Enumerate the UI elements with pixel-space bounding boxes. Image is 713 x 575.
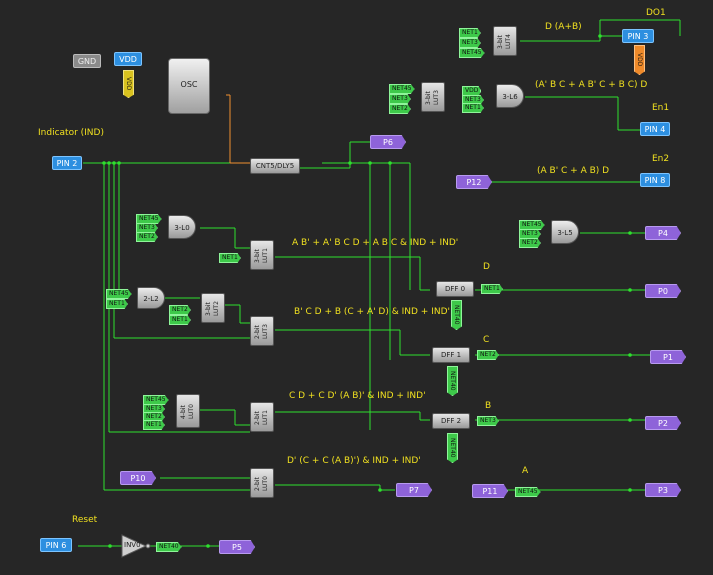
cnt-dly-block[interactable]: CNT5/DLY5 [250, 158, 300, 174]
annotation-reset: Reset [72, 515, 98, 525]
lut4-in-3: NET45 [459, 48, 485, 58]
dff2-block[interactable]: DFF 2 [432, 413, 470, 429]
lut3-in-2: NET3 [389, 94, 411, 104]
lut2-block[interactable]: 3-bit LUT2 [201, 293, 225, 323]
vpin-p7[interactable]: P7 [396, 483, 432, 497]
l2-in-2: NET1 [106, 299, 128, 309]
dff0-out: NET1 [481, 284, 503, 294]
pin-6[interactable]: PIN 6 [40, 538, 72, 552]
l6-in-3: NET1 [462, 103, 484, 113]
l6-in-1: VDD [462, 86, 482, 96]
l0-in-1: NET45 [136, 214, 162, 224]
annotation-p10-expr: D' (C + C (A B)') & IND + IND' [287, 456, 421, 466]
lut3-in-1: NET45 [389, 84, 415, 94]
l5-gate[interactable]: 3-L5 [551, 220, 579, 244]
annotation-c: C [483, 335, 490, 345]
inv0-gate[interactable] [121, 534, 151, 558]
lut3-2bit-block[interactable]: 2-bit LUT3 [250, 316, 274, 346]
lut2-in-1: NET2 [169, 305, 191, 315]
annotation-lut0-expr: C D + C D' (A B)' & IND + IND' [289, 391, 426, 401]
pin-4[interactable]: PIN 4 [640, 122, 670, 136]
pin-2[interactable]: PIN 2 [52, 156, 82, 170]
vpin-p2[interactable]: P2 [645, 416, 681, 430]
dff1-clk-net: NET40 [447, 366, 458, 396]
vpin-p0[interactable]: P0 [645, 284, 681, 298]
lut1-in: NET1 [219, 253, 241, 263]
vdd-pin[interactable]: VDD [114, 52, 142, 66]
l2-in-1: NET45 [106, 289, 132, 299]
gnd-pin[interactable]: GND [73, 54, 101, 68]
vpin-p4[interactable]: P4 [645, 226, 681, 240]
vpin-p6[interactable]: P6 [370, 135, 406, 149]
dff2-out: NET3 [477, 416, 499, 426]
p11-net: NET45 [515, 487, 541, 497]
vpin-p11[interactable]: P11 [472, 484, 508, 498]
dff0-block[interactable]: DFF 0 [436, 281, 474, 297]
l5-in-3: NET2 [519, 238, 541, 248]
lut0-in-4: NET1 [143, 420, 165, 430]
l0-gate[interactable]: 3-L0 [168, 215, 196, 239]
lut1-2bit-block[interactable]: 2-bit LUT1 [250, 402, 274, 432]
annotation-lut1-expr: A B' + A' B C D + A B C & IND + IND' [292, 238, 459, 248]
annotation-lut3-expr: B' C D + B (C + A' D) & IND + IND' [294, 307, 450, 317]
annotation-b: B [485, 401, 492, 411]
vdd-do1-tag: VDD [634, 45, 645, 75]
osc-block[interactable]: OSC [168, 58, 210, 114]
lut3-in-3: NET2 [389, 104, 411, 114]
lut4-in-2: NET3 [459, 38, 481, 48]
annotation-en1: En1 [652, 103, 670, 113]
l5-in-2: NET3 [519, 229, 541, 239]
vpin-p5[interactable]: P5 [219, 540, 255, 554]
annotation-l6-expr: (A' B C + A B' C + B C) D [535, 80, 648, 90]
vpin-p3[interactable]: P3 [645, 483, 681, 497]
vpin-p1[interactable]: P1 [650, 350, 686, 364]
lut0-in-1: NET45 [143, 395, 169, 405]
vpin-p10[interactable]: P10 [120, 471, 156, 485]
vpin-p12[interactable]: P12 [456, 175, 492, 189]
lut3-block[interactable]: 3-bit LUT3 [421, 82, 445, 112]
annotation-en2-expr: (A B' C + A B) D [537, 166, 610, 176]
lut4-block[interactable]: 3-bit LUT4 [493, 26, 517, 56]
dff1-out: NET2 [477, 350, 499, 360]
l0-in-3: NET2 [136, 232, 158, 242]
dff2-clk-net: NET40 [447, 433, 458, 463]
l5-in-1: NET45 [519, 220, 545, 230]
annotation-a: A [522, 466, 529, 476]
pin-3[interactable]: PIN 3 [622, 29, 654, 43]
lut1-block[interactable]: 3-bit LUT1 [250, 240, 274, 270]
annotation-d: D [483, 262, 490, 272]
indicator-label: Indicator (IND) [38, 128, 104, 138]
lut0-2bit-block[interactable]: 2-bit LUT0 [250, 468, 274, 498]
dff1-block[interactable]: DFF 1 [432, 347, 470, 363]
lut2-in-2: NET1 [169, 315, 191, 325]
l6-gate[interactable]: 3-L6 [496, 84, 524, 108]
inv0-label: INV0 [124, 541, 141, 549]
annotation-do1: DO1 [646, 8, 666, 18]
lut4-in-1: NET1 [459, 28, 481, 38]
vdd-tag: VDD [123, 70, 134, 98]
pin-8[interactable]: PIN 8 [640, 173, 670, 187]
annotation-en2: En2 [652, 154, 670, 164]
inv-out: NET40 [156, 542, 182, 552]
annotation-da-b: D (A+B) [545, 22, 582, 32]
dff0-clk-net: NET40 [451, 300, 462, 330]
l2-gate[interactable]: 2-L2 [137, 287, 165, 309]
lut0-4bit-block[interactable]: 4-bit LUT0 [176, 394, 200, 428]
l0-in-2: NET3 [136, 223, 158, 233]
